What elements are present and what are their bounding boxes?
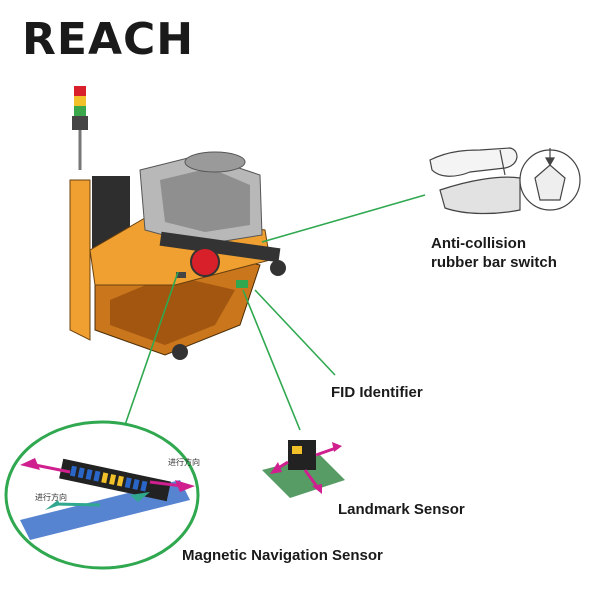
direction-text-left: 进行方向 <box>35 492 67 502</box>
agv-robot-body <box>69 151 286 360</box>
fid-identifier-label: FID Identifier <box>331 384 423 401</box>
direction-text-right: 进行方向 <box>168 457 200 467</box>
leader-line-anti-collision <box>261 194 426 243</box>
brand-logo: REACH <box>22 14 195 65</box>
signal-tower-light <box>72 86 88 170</box>
anti-collision-label: Anti-collision rubber bar switch <box>431 234 557 272</box>
magnetic-navigation-inset <box>4 420 200 570</box>
anti-collision-inset <box>429 147 581 215</box>
leader-line-fid <box>254 289 336 376</box>
landmark-sensor-label: Landmark Sensor <box>338 501 465 518</box>
anti-collision-label-line2: rubber bar switch <box>431 254 557 271</box>
landmark-sensor-inset <box>262 440 345 498</box>
magnetic-navigation-label: Magnetic Navigation Sensor <box>182 547 383 564</box>
leader-line-magnetic <box>124 271 179 426</box>
leader-lines <box>124 194 426 431</box>
anti-collision-label-line1: Anti-collision <box>431 235 526 252</box>
leader-line-landmark <box>242 289 301 431</box>
